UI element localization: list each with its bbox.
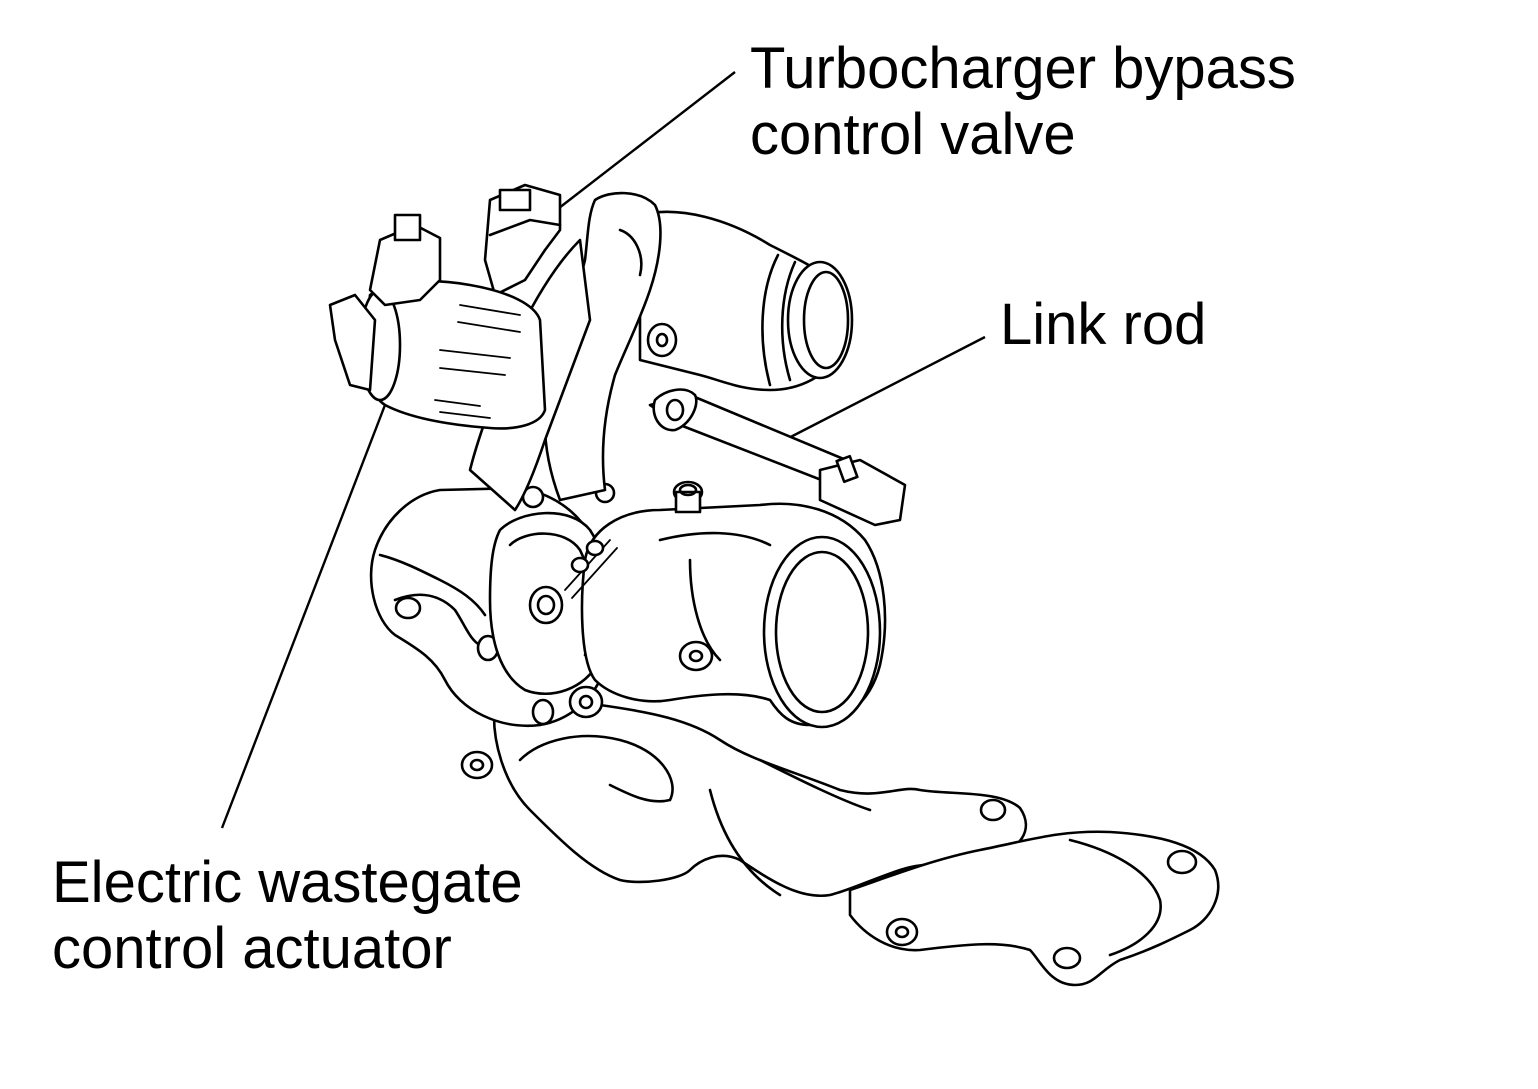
wastegate-actuator-label: Electric wastegate control actuator <box>52 850 523 982</box>
wastegate-actuator-label-line-1: Electric wastegate <box>52 850 523 915</box>
turbine-housing <box>568 480 887 729</box>
link-rod-assembly <box>564 388 907 599</box>
link-rod-label: Link rod <box>1000 292 1206 358</box>
bypass-valve-label-line-1: Turbocharger bypass <box>750 36 1296 101</box>
exhaust-manifold <box>460 694 1220 987</box>
wastegate-actuator-leader-line <box>220 404 387 829</box>
compressor-housing <box>369 482 616 728</box>
wastegate-actuator-body <box>328 213 547 430</box>
compressor-outlet-pipe <box>638 210 854 392</box>
bypass-valve-label-line-2: control valve <box>750 102 1076 167</box>
link-rod-leader-line <box>774 335 986 447</box>
bypass-valve-leader-line <box>549 71 736 216</box>
wastegate-actuator-label-line-2: control actuator <box>52 916 452 981</box>
bypass-valve-label: Turbocharger bypass control valve <box>750 36 1296 168</box>
link-rod-label-line-1: Link rod <box>1000 292 1207 357</box>
